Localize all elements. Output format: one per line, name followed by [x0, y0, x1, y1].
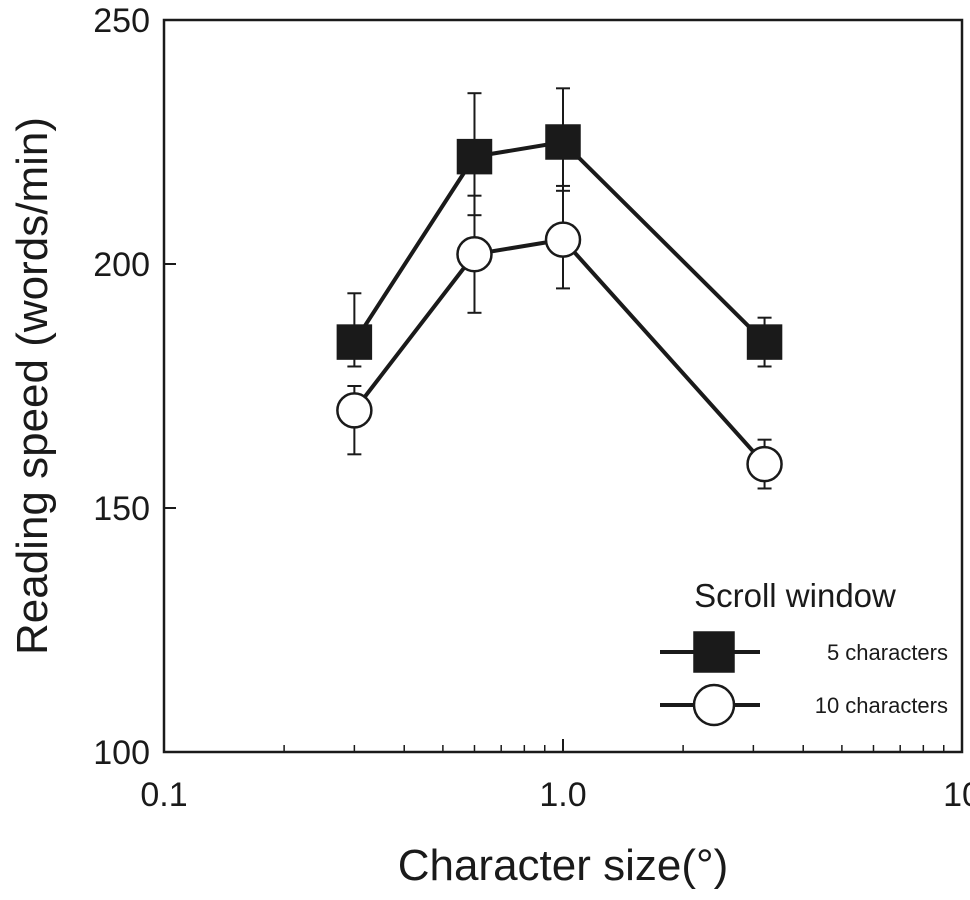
marker-square — [336, 324, 373, 360]
marker-circle — [746, 445, 783, 483]
marker-circle — [544, 221, 582, 258]
x-tick-label: 1.0 — [539, 776, 586, 814]
x-major-ticks — [163, 739, 963, 752]
legend: Scroll window 5 characters 10 characters — [660, 577, 948, 727]
y-tick-label: 200 — [93, 246, 150, 284]
marker-circle — [692, 683, 736, 727]
series-2 — [336, 184, 783, 490]
y-tick-label: 250 — [93, 2, 150, 40]
legend-item: 10 characters — [660, 683, 948, 727]
y-tick-label: 150 — [93, 490, 150, 528]
series-line — [352, 237, 767, 466]
marker-circle — [336, 392, 373, 429]
marker-square — [746, 324, 783, 360]
y-tick-labels: 100 150 200 250 — [93, 2, 150, 772]
y-tick-label: 100 — [93, 734, 150, 772]
y-ticks — [164, 19, 176, 753]
x-tick-labels: 0.1 1.0 10 — [140, 776, 970, 814]
series-layer — [336, 87, 783, 490]
x-tick-label: 0.1 — [140, 776, 187, 814]
marker-square — [456, 138, 493, 175]
marker-square — [693, 631, 735, 673]
series-1 — [336, 87, 783, 368]
series-line — [352, 140, 766, 344]
legend-label: 5 characters — [827, 640, 948, 665]
x-tick-label: 10 — [943, 776, 970, 814]
marker-square — [545, 124, 581, 160]
legend-label: 10 characters — [815, 693, 948, 718]
marker-circle — [456, 235, 493, 273]
x-axis-title: Character size(°) — [398, 841, 729, 890]
y-axis-title: Reading speed (words/min) — [8, 117, 57, 655]
legend-title: Scroll window — [694, 577, 896, 614]
legend-item: 5 characters — [660, 631, 948, 673]
x-minor-ticks — [283, 745, 945, 752]
legend-items: 5 characters 10 characters — [660, 631, 948, 727]
